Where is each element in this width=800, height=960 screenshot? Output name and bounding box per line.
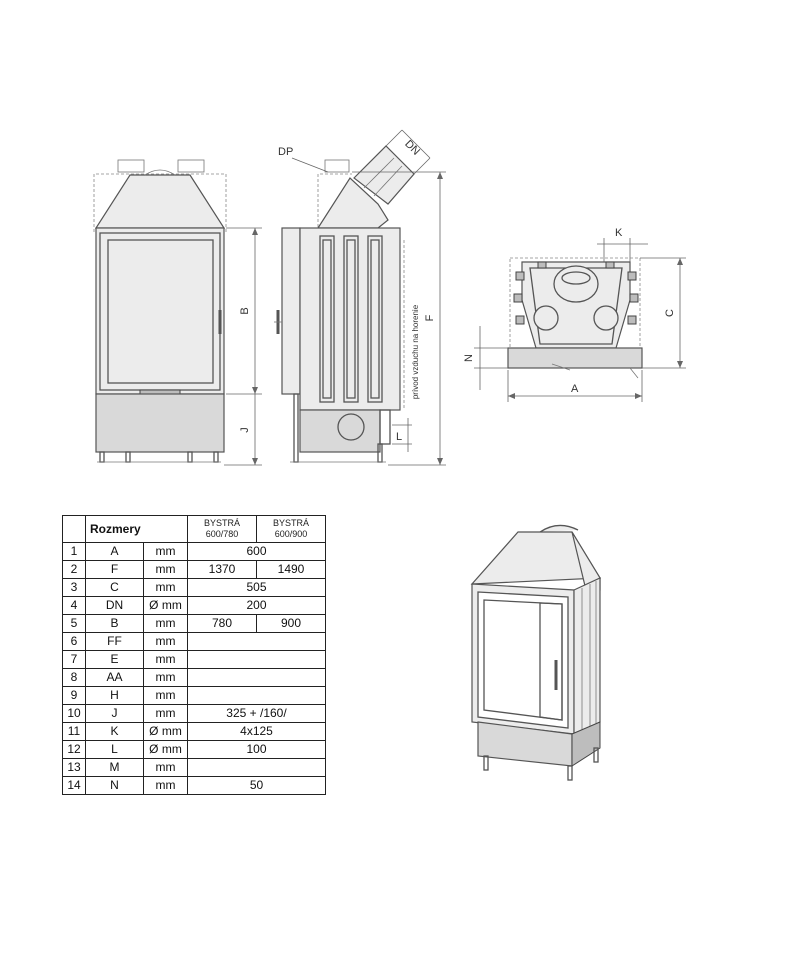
isometric-view [470, 524, 602, 781]
label-n: N [463, 354, 475, 362]
dimension-code: A [85, 542, 144, 561]
dimension-code: H [85, 686, 144, 705]
dimension-value: 200 [187, 596, 326, 615]
dimension-value: 505 [187, 578, 326, 597]
row-number: 13 [62, 758, 86, 777]
dimension-code: K [85, 722, 144, 741]
dimension-value [187, 758, 326, 777]
dimension-code: N [85, 776, 144, 795]
label-air-inlet: prívod vzduchu na horenie [411, 304, 420, 399]
dimension-value [187, 632, 326, 651]
dimension-value: 100 [187, 740, 326, 759]
dimension-value-600-900: 1490 [256, 560, 326, 579]
dimension-unit: mm [143, 776, 188, 795]
row-number: 12 [62, 740, 86, 759]
dimension-unit: mm [143, 614, 188, 633]
dimension-unit: Ø mm [143, 596, 188, 615]
label-c: C [664, 309, 676, 317]
dimension-value-600-900: 900 [256, 614, 326, 633]
dimension-unit: Ø mm [143, 722, 188, 741]
label-a: A [571, 383, 579, 395]
row-number: 3 [62, 578, 86, 597]
label-dp: DP [278, 146, 293, 158]
column-header-line1: BYSTRÁ [272, 518, 309, 528]
side-view: DP DN L [274, 129, 446, 466]
row-number: 2 [62, 560, 86, 579]
dimension-value: 4x125 [187, 722, 326, 741]
dimension-code: FF [85, 632, 144, 651]
dimension-code: J [85, 704, 144, 723]
label-dn: DN [402, 138, 422, 158]
dimension-value: 600 [187, 542, 326, 561]
dimension-code: L [85, 740, 144, 759]
dimension-unit: mm [143, 650, 188, 669]
dimension-code: M [85, 758, 144, 777]
dimension-unit: mm [143, 704, 188, 723]
dimension-unit: mm [143, 758, 188, 777]
dimension-value: 325 + /160/ [187, 704, 326, 723]
dimension-value: 50 [187, 776, 326, 795]
dimension-code: F [85, 560, 144, 579]
row-number: 1 [62, 542, 86, 561]
row-number: 6 [62, 632, 86, 651]
row-number: 7 [62, 650, 86, 669]
label-j: J [239, 427, 251, 433]
dimension-unit: mm [143, 686, 188, 705]
row-number: 9 [62, 686, 86, 705]
dimension-code: DN [85, 596, 144, 615]
column-header-line1: BYSTRÁ [203, 518, 240, 528]
dimension-code: AA [85, 668, 144, 687]
dimension-unit: mm [143, 632, 188, 651]
dimension-code: E [85, 650, 144, 669]
dimension-value-600-780: 1370 [187, 560, 257, 579]
label-f: F [424, 314, 436, 321]
table-title: Rozmery [85, 515, 188, 543]
dimension-unit: mm [143, 560, 188, 579]
column-header-line2: 600/900 [274, 529, 308, 539]
column-header-line2: 600/780 [205, 529, 239, 539]
dimension-unit: mm [143, 542, 188, 561]
row-number: 5 [62, 614, 86, 633]
row-number: 4 [62, 596, 86, 615]
dimension-value-600-780: 780 [187, 614, 257, 633]
dimension-unit: mm [143, 578, 188, 597]
top-view: K C N [463, 227, 686, 402]
dimension-value [187, 668, 326, 687]
row-number: 14 [62, 776, 86, 795]
dimension-value [187, 686, 326, 705]
label-l: L [396, 431, 402, 443]
table-header-blank [62, 515, 86, 543]
front-view: B J [93, 159, 262, 466]
dimension-code: B [85, 614, 144, 633]
row-number: 11 [62, 722, 86, 741]
row-number: 10 [62, 704, 86, 723]
dimension-code: C [85, 578, 144, 597]
dimension-unit: Ø mm [143, 740, 188, 759]
dimension-value [187, 650, 326, 669]
row-number: 8 [62, 668, 86, 687]
dimension-unit: mm [143, 668, 188, 687]
label-b: B [239, 307, 251, 314]
label-k: K [615, 227, 623, 239]
